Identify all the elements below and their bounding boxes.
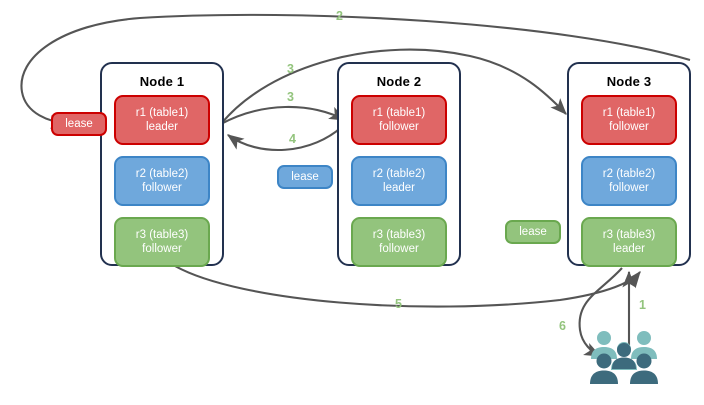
replica-r3[interactable]: r3 (table3) follower [351,217,447,267]
replica-name: r3 (table3) [602,229,656,241]
replica-role: leader [613,243,645,255]
replica-name: r2 (table2) [372,168,426,180]
replica-role: leader [383,182,415,194]
node-title: Node 1 [139,74,185,89]
step-label-6: 6 [559,319,566,333]
replica-name: r2 (table2) [135,168,189,180]
replica-r1[interactable]: r1 (table1) leader [114,95,210,145]
replica-name: r1 (table1) [372,107,426,119]
node-title: Node 3 [606,74,652,89]
node-card-1: Node 1 r1 (table1) leader r2 (table2) fo… [100,62,224,267]
replica-name: r1 (table1) [602,107,656,119]
users-icon-center-front [612,343,636,369]
node-card-3: Node 3 r1 (table1) follower r2 (table2) … [567,62,691,267]
replica-role: follower [379,121,419,133]
step-label-1: 1 [639,298,646,312]
replica-r2[interactable]: r2 (table2) follower [581,156,677,206]
lease-badge-red[interactable]: lease [51,112,107,136]
users-icon-front-row [590,353,658,384]
users-icon-back-row [591,331,657,359]
step-label-3-lower: 3 [287,90,294,104]
replica-role: follower [609,182,649,194]
step-label-5: 5 [395,297,402,311]
replica-role: follower [379,243,419,255]
replica-name: r3 (table3) [135,229,189,241]
replica-r3[interactable]: r3 (table3) follower [114,217,210,267]
replica-r1[interactable]: r1 (table1) follower [351,95,447,145]
replica-r3[interactable]: r3 (table3) leader [581,217,677,267]
replica-role: leader [146,121,178,133]
replica-list: r1 (table1) follower r2 (table2) leader … [339,89,459,277]
replica-list: r1 (table1) follower r2 (table2) followe… [569,89,689,277]
replica-name: r3 (table3) [372,229,426,241]
step-label-3-upper: 3 [287,62,294,76]
step-label-4: 4 [289,132,296,146]
replica-name: r2 (table2) [602,168,656,180]
replica-r2[interactable]: r2 (table2) leader [351,156,447,206]
replica-r1[interactable]: r1 (table1) follower [581,95,677,145]
replica-role: follower [142,243,182,255]
replica-role: follower [609,121,649,133]
lease-badge-green[interactable]: lease [505,220,561,244]
replica-role: follower [142,182,182,194]
node-card-2: Node 2 r1 (table1) follower r2 (table2) … [337,62,461,267]
replica-r2[interactable]: r2 (table2) follower [114,156,210,206]
arrow-step-3-to-node2 [220,105,347,125]
node-title: Node 2 [376,74,422,89]
replica-list: r1 (table1) leader r2 (table2) follower … [102,89,222,277]
arrow-step-4 [226,123,346,151]
step-label-2: 2 [336,9,343,23]
lease-badge-blue[interactable]: lease [277,165,333,189]
replica-name: r1 (table1) [135,107,189,119]
users-icon [590,331,658,384]
